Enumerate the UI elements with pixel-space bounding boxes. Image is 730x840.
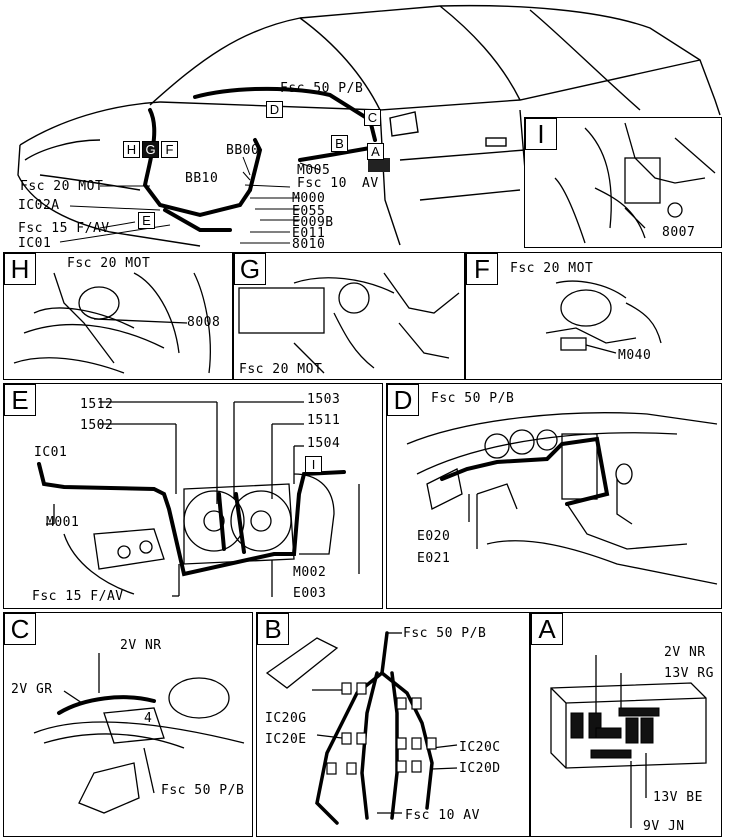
- panel-f-drawing: [545, 280, 662, 354]
- ic20e-label: IC20E: [265, 732, 307, 747]
- 2v-nr-a-label: 2V NR: [664, 645, 706, 660]
- 1511-label: 1511: [307, 413, 341, 428]
- fsc15-label: Fsc 15 F/AV: [18, 221, 110, 236]
- panel-c: C 2V NR 2V GR 4 Fsc 50 P/B: [3, 612, 253, 837]
- panel-a: A 2V NR 13V RG 13V BE 9V JN: [530, 612, 722, 837]
- panel-e-letter: E: [4, 384, 36, 416]
- panel-h-fsc: Fsc 20 MOT: [67, 256, 151, 271]
- callout-f: F: [161, 141, 178, 158]
- ic20c-label: IC20C: [459, 740, 501, 755]
- bb00-label: BB00: [226, 143, 260, 158]
- panel-c-fsc: Fsc 50 P/B: [161, 783, 245, 798]
- fsc50-label: Fsc 50 P/B: [280, 81, 364, 96]
- callout-g: G: [142, 141, 159, 158]
- 8010-label: 8010: [292, 237, 326, 252]
- fsc20mot-label: Fsc 20 MOT: [20, 179, 104, 194]
- part-mark-4: 4: [144, 711, 153, 726]
- callout-b: B: [331, 135, 348, 152]
- panel-a-letter: A: [531, 613, 563, 645]
- 2v-gr-label: 2V GR: [11, 682, 53, 697]
- panel-i-letter: I: [525, 118, 557, 150]
- 1504-label: 1504: [307, 436, 341, 451]
- overview-diagram: Fsc 50 P/B Fsc 20 MOT IC02A Fsc 15 F/AV …: [0, 0, 730, 252]
- panel-c-letter: C: [4, 613, 36, 645]
- e020-label: E020: [417, 529, 451, 544]
- panel-a-drawing: [550, 655, 707, 828]
- panel-d-fsc: Fsc 50 P/B: [431, 391, 515, 406]
- panel-d-drawing: [406, 412, 718, 585]
- panel-g-fsc: Fsc 20 MOT: [239, 362, 323, 377]
- panel-g-letter: G: [234, 253, 266, 285]
- ic20d-label: IC20D: [459, 761, 501, 776]
- av-label: AV: [362, 176, 379, 191]
- callout-c: C: [364, 109, 381, 126]
- panel-i-drawing: [554, 122, 716, 244]
- callout-e: E: [138, 212, 155, 229]
- panel-d: D Fsc 50 P/B E020 E021: [386, 383, 722, 609]
- panel-g: G Fsc 20 MOT: [233, 252, 465, 380]
- bb10-label: BB10: [185, 171, 219, 186]
- car-outline-drawing: [17, 4, 721, 247]
- panel-h-letter: H: [4, 253, 36, 285]
- panel-g-drawing: [238, 272, 460, 374]
- 8008-label: 8008: [187, 315, 221, 330]
- panel-i: I 8007: [524, 117, 722, 248]
- 2v-nr-label: 2V NR: [120, 638, 162, 653]
- m000-label: M000: [292, 191, 326, 206]
- e021-label: E021: [417, 551, 451, 566]
- panel-b-drawing: [265, 631, 458, 825]
- panel-b-fsc10: Fsc 10 AV: [405, 808, 480, 823]
- ic20g-label: IC20G: [265, 711, 307, 726]
- callout-d: D: [266, 101, 283, 118]
- panel-c-drawing: [33, 653, 245, 814]
- 9v-jn-label: 9V JN: [643, 819, 685, 834]
- callout-i: I: [305, 456, 322, 473]
- panel-e-drawing: [37, 401, 360, 597]
- 1512-label: 1512: [80, 397, 114, 412]
- ic02a-label: IC02A: [18, 198, 60, 213]
- e009b-label: E009B: [292, 215, 334, 230]
- e011-label: E011: [292, 226, 326, 241]
- 1503-label: 1503: [307, 392, 341, 407]
- fsc10-label: Fsc 10: [297, 176, 347, 191]
- ic01-connector-label: IC01: [34, 445, 68, 460]
- 13v-rg-label: 13V RG: [664, 666, 714, 681]
- panel-f-letter: F: [466, 253, 498, 285]
- 8007-label: 8007: [662, 225, 696, 240]
- e003-label: E003: [293, 586, 327, 601]
- panel-b-letter: B: [257, 613, 289, 645]
- panel-h-drawing: [13, 272, 211, 374]
- m005-label: M005: [297, 163, 331, 178]
- callout-a: A: [367, 143, 384, 160]
- ic01-label: IC01: [18, 236, 52, 251]
- panel-f: F Fsc 20 MOT M040: [465, 252, 722, 380]
- panel-e-fsc: Fsc 15 F/AV: [32, 589, 124, 604]
- m002-label: M002: [293, 565, 327, 580]
- panel-d-letter: D: [387, 384, 419, 416]
- e055-label: E055: [292, 204, 326, 219]
- panel-e: E 1512 1503 1502 1511 1504 I IC01 M001 M…: [3, 383, 383, 609]
- panel-b-fsc50: Fsc 50 P/B: [403, 626, 487, 641]
- panel-h: H Fsc 20 MOT 8008: [3, 252, 233, 380]
- panel-b: B Fsc 50 P/B IC20G IC20E IC20C IC20D Fsc…: [256, 612, 530, 837]
- callout-h: H: [123, 141, 140, 158]
- 1502-label: 1502: [80, 418, 114, 433]
- m001-label: M001: [46, 515, 80, 530]
- m040-label: M040: [618, 348, 652, 363]
- panel-f-fsc: Fsc 20 MOT: [510, 261, 594, 276]
- 13v-be-label: 13V BE: [653, 790, 703, 805]
